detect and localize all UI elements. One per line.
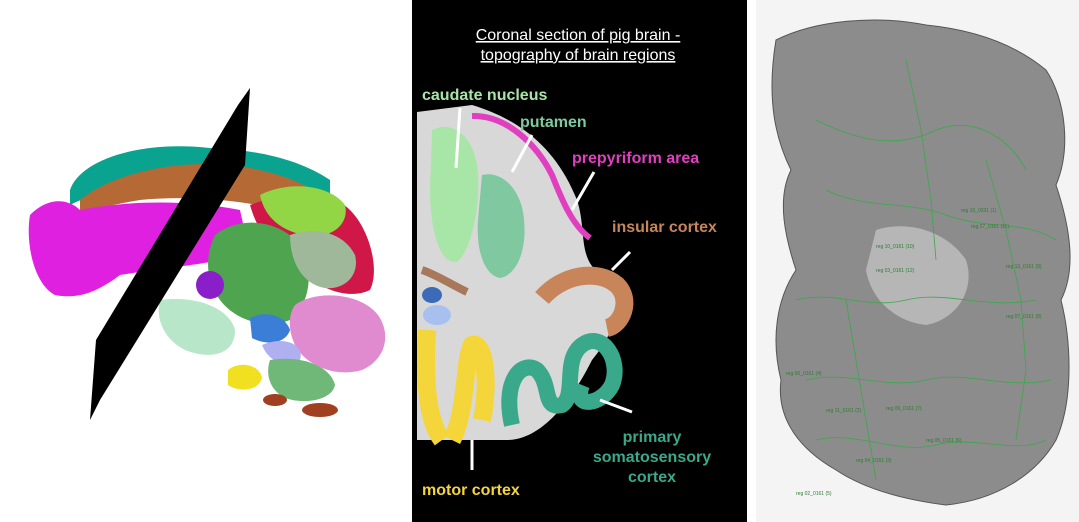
brain-3d-model-panel	[0, 0, 405, 522]
tiny-label: reg 07_0161 (8)	[1006, 314, 1042, 320]
label-somatosensory-3: cortex	[628, 469, 676, 486]
tiny-label: reg 03_0161 (12)	[876, 268, 915, 274]
brain-region-brown-nub	[302, 403, 338, 417]
label-insular-cortex: insular cortex	[612, 219, 717, 236]
brain-3d-model	[0, 0, 405, 522]
brain-region-mint	[159, 299, 235, 355]
tiny-label: reg 05_0161 (6)	[926, 438, 962, 444]
tiny-label: reg 10_0161 (10)	[876, 244, 915, 250]
section-title-line-2: topography of brain regions	[481, 47, 676, 64]
label-putamen: putamen	[520, 114, 587, 131]
label-motor-cortex: motor cortex	[422, 482, 520, 499]
coronal-section-diagram: Coronal section of pig brain - topograph…	[412, 0, 747, 522]
label-somatosensory-2: somatosensory	[593, 449, 711, 466]
brain-region-yellow	[228, 365, 262, 390]
section-title-line-1: Coronal section of pig brain -	[476, 27, 681, 44]
brain-region-brown-nub-2	[263, 394, 287, 406]
region-blue-small	[422, 287, 442, 303]
tiny-label: reg 09_0161 (7)	[886, 406, 922, 412]
label-prepyriform-area: prepyriform area	[572, 150, 699, 167]
label-caudate-nucleus: caudate nucleus	[422, 87, 547, 104]
tiny-label: reg 06_0161 (4)	[786, 371, 822, 377]
tiny-label: reg 02_0161 (5)	[796, 491, 832, 497]
tiny-label: reg 16_0331 (1)	[961, 208, 997, 214]
histology-panel: reg 16_0331 (1) reg 10_0161 (10) reg 27_…	[756, 0, 1079, 522]
brain-region-purple	[196, 271, 224, 299]
region-light-blue-small	[423, 305, 451, 325]
tiny-label: reg 11_0161 (2)	[826, 408, 862, 414]
tiny-label: reg 27_0161 (11)	[971, 224, 1009, 230]
histology-section: reg 16_0331 (1) reg 10_0161 (10) reg 27_…	[756, 0, 1079, 522]
coronal-section-panel: Coronal section of pig brain - topograph…	[412, 0, 747, 522]
label-somatosensory-1: primary	[623, 429, 682, 446]
tiny-label: reg 04_0161 (3)	[856, 458, 892, 464]
tiny-label: reg 13_0161 (9)	[1006, 264, 1042, 270]
